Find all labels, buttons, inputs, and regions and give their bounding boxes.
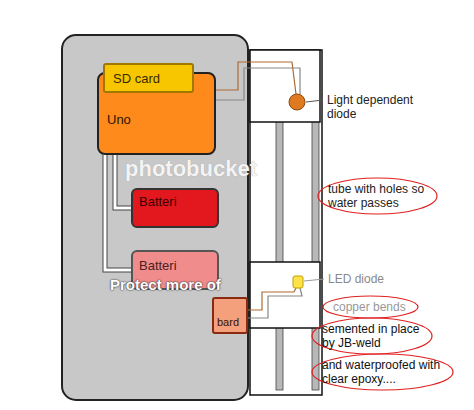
part-label: Light dependent diode	[327, 93, 416, 121]
sensor-wire	[212, 62, 296, 94]
tube	[250, 50, 322, 395]
led-wire	[244, 288, 302, 318]
watermark: photobucket	[125, 156, 259, 182]
leader-line	[304, 279, 324, 281]
board: bard	[212, 297, 248, 334]
highlight-ellipse	[323, 296, 418, 318]
note: copper bends	[333, 300, 408, 314]
node-label: bard	[217, 315, 246, 330]
sensor-wire	[212, 68, 300, 100]
note: semented in place by JB-weld	[322, 322, 422, 350]
highlight-ellipse	[318, 178, 437, 214]
note: tube with holes so water passes	[328, 182, 427, 210]
sd-card: SD card	[103, 63, 194, 93]
leader-line	[306, 100, 323, 102]
node-label: SD card	[113, 71, 192, 86]
tube-wall	[276, 85, 283, 390]
battery: Batteri	[131, 188, 219, 228]
led	[293, 276, 303, 288]
highlight-ellipse	[312, 354, 453, 390]
light-sensor	[289, 94, 305, 110]
sensor-bracket	[250, 50, 320, 122]
watermark: Protect more of	[110, 276, 223, 294]
led-wire	[244, 288, 296, 310]
node-label: Batteri	[139, 194, 217, 209]
part-label: LED diode	[328, 272, 387, 286]
highlight-ellipse	[312, 318, 432, 354]
node-label: Uno	[107, 112, 214, 127]
node-label: Batteri	[139, 258, 217, 273]
note: and waterproofed with clear epoxy....	[322, 358, 443, 386]
